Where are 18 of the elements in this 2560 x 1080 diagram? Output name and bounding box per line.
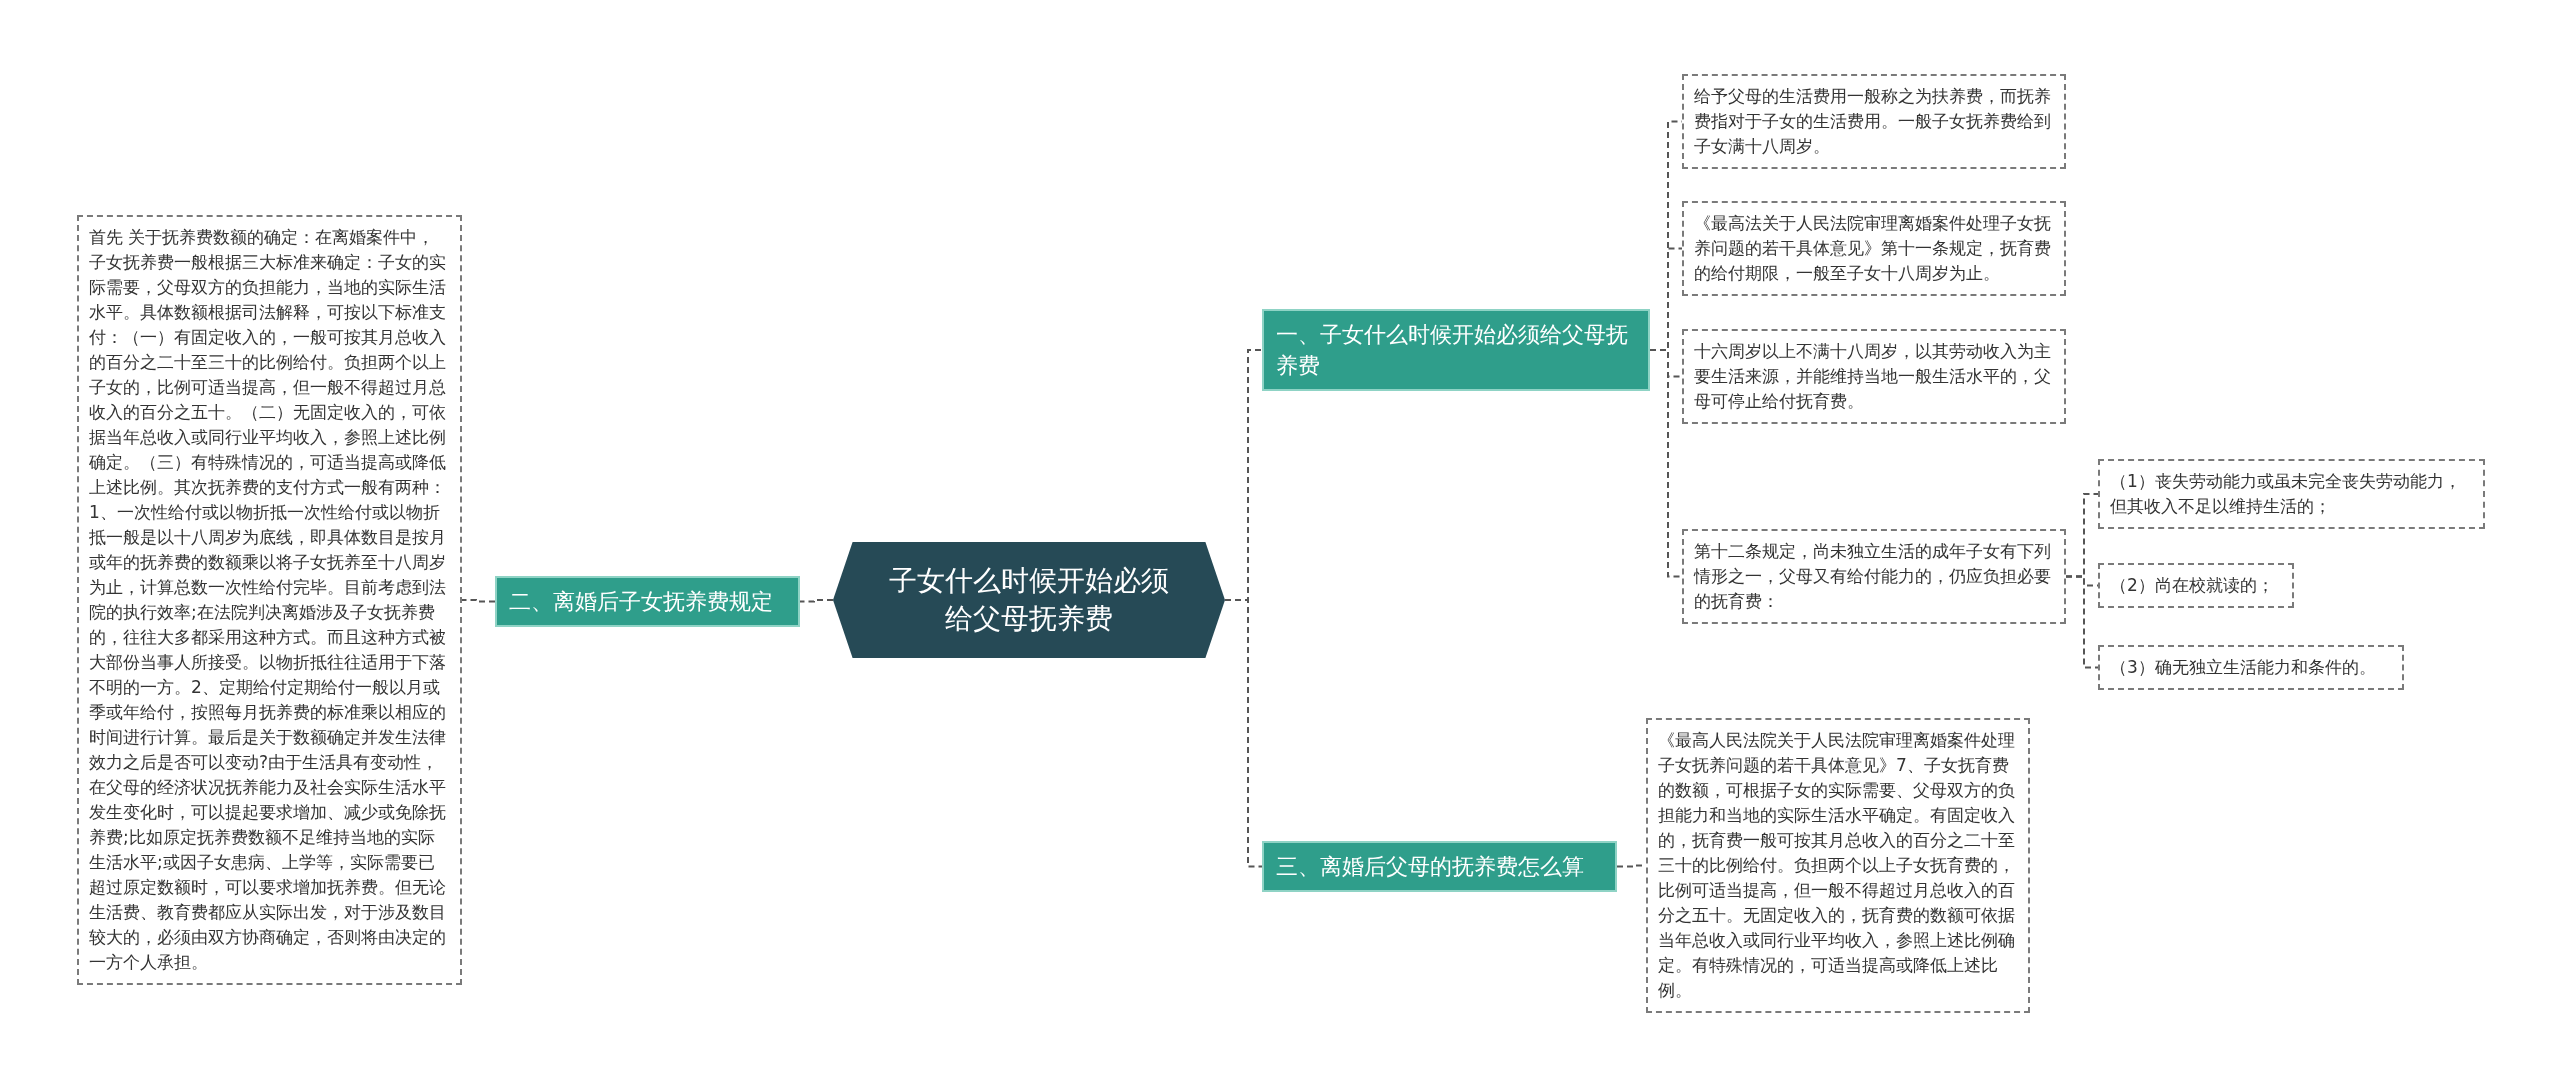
note-box: 第十二条规定，尚未独立生活的成年子女有下列情形之一，父母又有给付能力的，仍应负担必要的抚育费： (1682, 529, 2066, 624)
branch-box: 二、离婚后子女抚养费规定 (495, 576, 800, 627)
note-box: （2）尚在校就读的； (2098, 563, 2294, 608)
branch-box: 一、子女什么时候开始必须给父母抚养费 (1262, 309, 1650, 391)
topic-hexagon: 子女什么时候开始必须给父母抚养费 (833, 542, 1225, 658)
note-box: 《最高法关于人民法院审理离婚案件处理子女抚养问题的若干具体意见》第十一条规定，抚育费的给付期限，一般至子女十八周岁为止。 (1682, 201, 2066, 296)
note-box: （3）确无独立生活能力和条件的。 (2098, 645, 2404, 690)
connector-line (799, 599, 834, 603)
connector-line (461, 599, 496, 603)
connector-line (1649, 349, 1683, 578)
note-box: 首先 关于抚养费数额的确定：在离婚案件中，子女抚养费一般根据三大标准来确定：子女的实际需要，父母双方的负担能力，当地的实际生活水平。具体数额根据司法解释，可按以下标准支付：（一）有固定收入的，一般可按其月总收入的百分之二十至三十的比例给付。负担两个以上子女的，比例可适当提高，但一般不得超过月总收入的百分之五十。（二）无固定收入的，可依据当年总收入或同行业平均收入，参照上述比例确定。（三）有特殊情况的，可适当提高或降低上述比例。其次抚养费的支付方式一般有两种：1、一次性给付或以物折抵一次性给付或以物折抵一般是以十八周岁为底线，即具体数目是按月或年的抚养费的数额乘以将子女抚养至十八周岁为止，计算总数一次性给付完毕。目前考虑到法院的执行效率;在法院判决离婚涉及子女抚养费的，往往大多都采用这种方式。而且这种方式被大部份当事人所接受。以物折抵往往适用于下落不明的一方。2、定期给付定期给付一般以月或季或年给付，按照每月抚养费的标准乘以相应的时间进行计算。最后是关于数额确定并发生法律效力之后是否可以变动?由于生活具有变动性，在父母的经济状况抚养能力及社会实际生活水平发生变化时，可以提起要求增加、减少或免除抚养费;比如原定抚养费数额不足维持当地的实际生活水平;或因子女患病、上学等，实际需要已超过原定数额时，可以要求增加抚养费。但无论生活费、教育费都应从实际出发，对于涉及数目较大的，必须由双方协商确定，否则将由决定的一方个人承担。 (77, 215, 462, 985)
branch-box: 三、离婚后父母的抚养费怎么算 (1262, 841, 1617, 892)
connector-line (1224, 599, 1263, 868)
note-box: 《最高人民法院关于人民法院审理离婚案件处理子女抚养问题的若干具体意见》7、子女抚育费的数额，可根据子女的实际需要、父母双方的负担能力和当地的实际生活水平确定。有固定收入的，抚育费一般可按其月总收入的百分之二十至三十的比例给付。负担两个以上子女抚育费的，比例可适当提高，但一般不得超过月总收入的百分之五十。无固定收入的，抚育费的数额可依据当年总收入或同行业平均收入，参照上述比例确定。有特殊情况的，可适当提高或降低上述比例。 (1646, 718, 2030, 1013)
note-box: 十六周岁以上不满十八周岁，以其劳动收入为主要生活来源，并能维持当地一般生活水平的，父母可停止给付抚育费。 (1682, 329, 2066, 424)
connector-line (2065, 575, 2099, 669)
note-box: （1）丧失劳动能力或虽未完全丧失劳动能力，但其收入不足以维持生活的； (2098, 459, 2485, 529)
note-box: 给予父母的生活费用一般称之为扶养费，而抚养费指对于子女的生活费用。一般子女抚养费给到子女满十八周岁。 (1682, 74, 2066, 169)
